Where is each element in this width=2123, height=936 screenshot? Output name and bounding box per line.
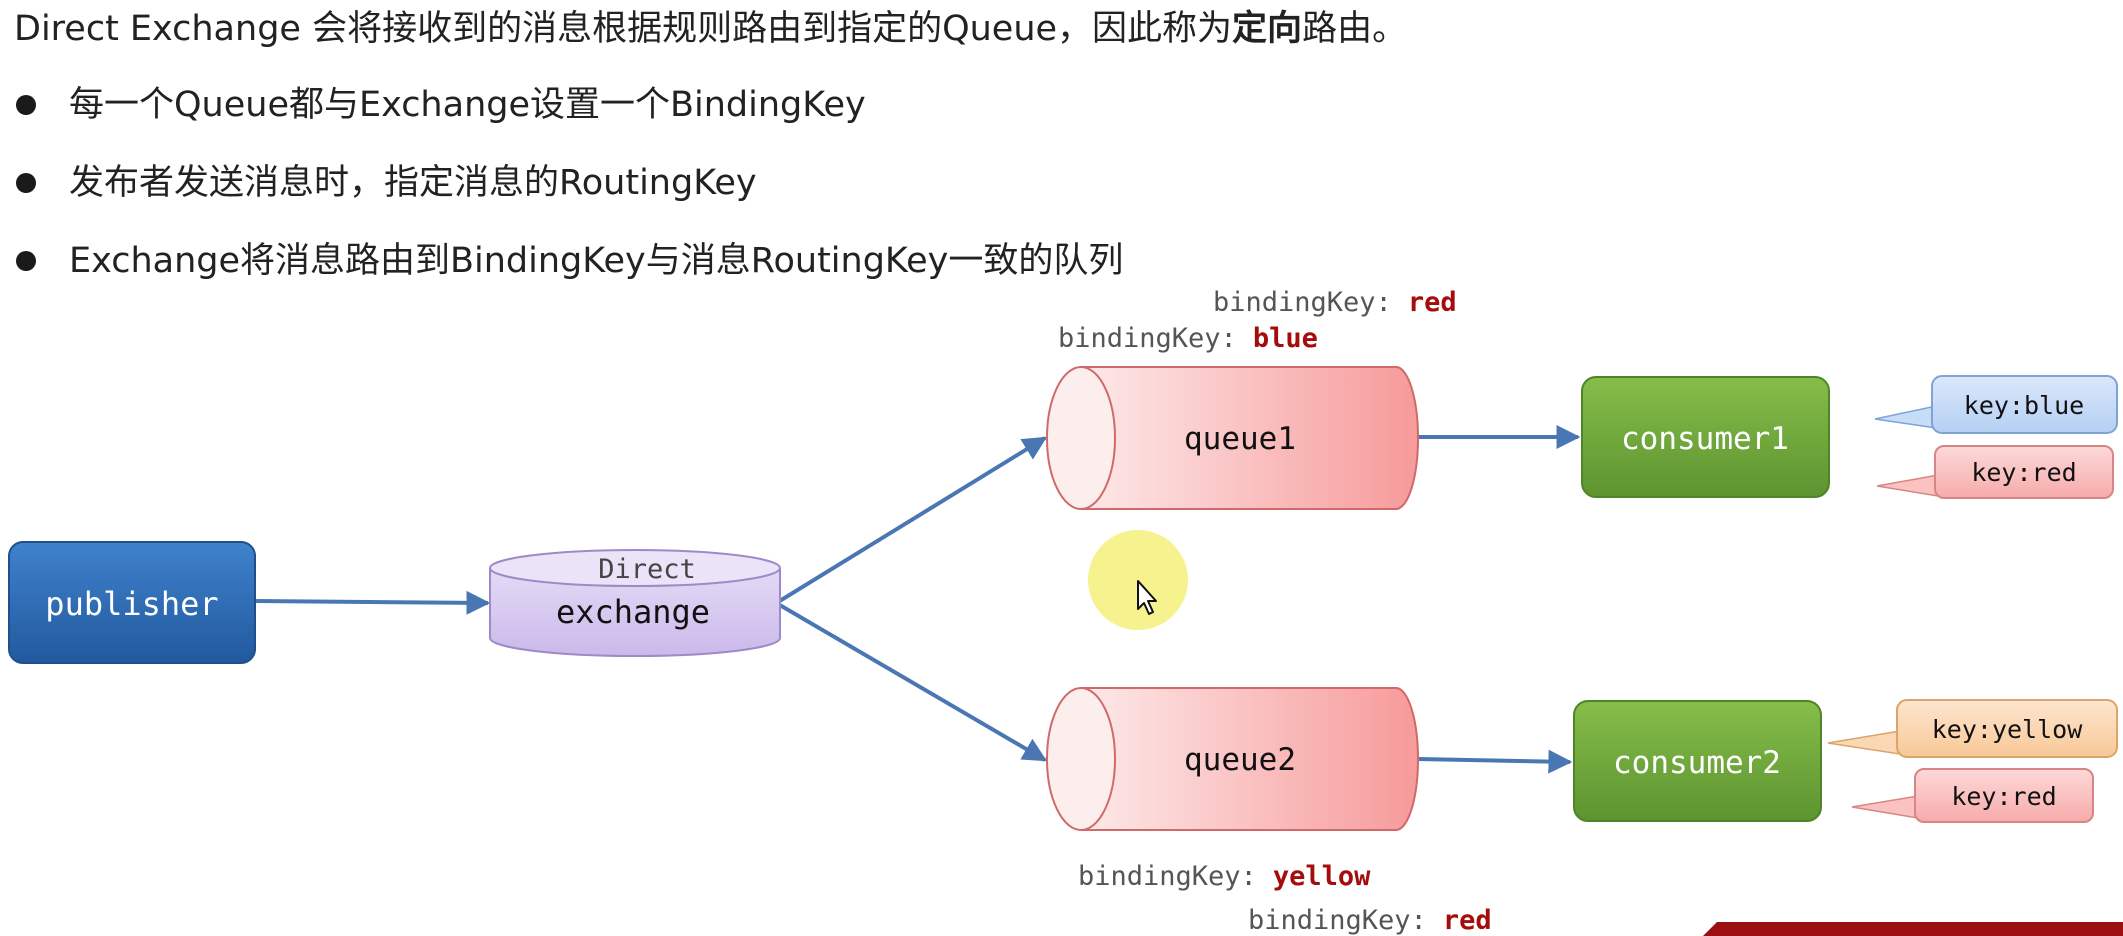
queue1-binding-keys: bindingKey:red bindingKey:blue [1058,287,1457,354]
intro-text: Direct Exchange 会将接收到的消息根据规则路由到指定的Queue，… [14,4,1407,54]
publisher-label: publisher [45,585,218,623]
queue1-label: queue1 [1184,421,1296,457]
binding-key-label: bindingKey:red [1248,905,1492,936]
consumer1-node: consumer1 [1581,376,1830,498]
arrow-publisher-exchange [254,590,491,615]
binding-key-value: red [1408,287,1457,318]
queue2-label: queue2 [1184,742,1296,778]
arrow-queue2-consumer2 [1417,749,1573,774]
mouse-cursor-icon [1088,530,1188,630]
exchange-type-label: Direct [598,554,696,585]
corner-banner [1703,922,2123,936]
queue2-binding-keys: bindingKey:yellow bindingKey:red [1078,861,1492,936]
queue2-node: queue2 [1046,687,1419,831]
key-tag-red: key:red [1851,768,2094,823]
bullet-dot-icon [16,95,36,115]
intro-text-bold: 定向 [1232,9,1303,49]
arrows [254,425,1581,774]
key-tag-label: key:red [1951,782,2056,811]
key-tag-label: key:red [1971,458,2076,487]
exchange-name-label: exchange [556,593,710,631]
bullet-dot-icon [16,173,36,193]
consumer2-label: consumer2 [1613,745,1781,781]
key-tag-blue: key:blue [1874,375,2118,434]
arrow-exchange-queue1 [776,436,1048,604]
publisher-node: publisher [8,541,256,664]
consumer2-key-tags: key:yellow key:red [1827,699,2118,823]
key-tag-red: key:red [1876,445,2114,499]
binding-key-label: bindingKey:red [1213,287,1457,318]
binding-key-label: bindingKey:blue [1058,323,1318,354]
intro-text-after: 路由。 [1302,9,1408,49]
binding-key-value: blue [1253,323,1318,354]
key-tag-yellow: key:yellow [1827,699,2118,758]
consumer1-key-tags: key:blue key:red [1874,375,2118,499]
bullet-text: 发布者发送消息时，指定消息的RoutingKey [69,163,757,203]
intro-text-before: Direct Exchange 会将接收到的消息根据规则路由到指定的Queue，… [14,9,1233,49]
exchange-node: Direct exchange [489,549,781,657]
bullet-dot-icon [16,251,36,271]
key-tag-label: key:blue [1964,391,2084,420]
queue1-node: queue1 [1046,366,1419,510]
binding-key-label: bindingKey:yellow [1078,861,1371,892]
bullet-text: Exchange将消息路由到BindingKey与消息RoutingKey一致的… [69,241,1124,281]
binding-key-value: yellow [1273,861,1371,892]
binding-key-value: red [1443,905,1492,936]
arrow-exchange-queue2 [776,602,1048,762]
consumer2-node: consumer2 [1573,700,1822,822]
key-tag-label: key:yellow [1932,715,2083,744]
bullet-text: 每一个Queue都与Exchange设置一个BindingKey [69,85,866,125]
consumer1-label: consumer1 [1621,421,1789,457]
